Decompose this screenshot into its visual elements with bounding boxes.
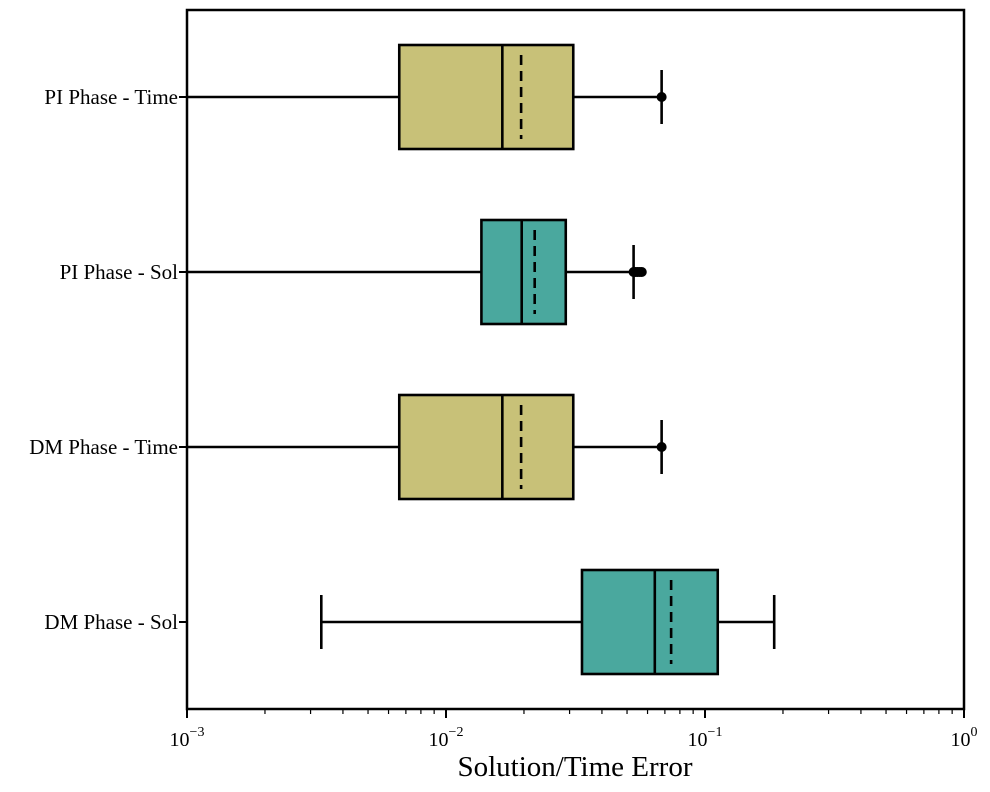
x-tick-label: 10−1 (688, 725, 723, 751)
boxes-layer (187, 43, 776, 676)
y-categories: PI Phase - Time PI Phase - Sol DM Phase - … (29, 85, 187, 634)
box-group (319, 568, 776, 676)
box (580, 568, 720, 676)
x-tick-label: 10−2 (429, 725, 464, 751)
box-group (187, 43, 667, 151)
box (397, 393, 575, 501)
plot-frame (185, 8, 966, 711)
box-group (187, 218, 647, 326)
x-tick-label: 100 (951, 725, 978, 751)
x-tick-label: 10−3 (170, 725, 205, 751)
box-group (187, 393, 667, 501)
y-category-label: DM Phase - Sol (44, 610, 178, 634)
y-category-label: PI Phase - Sol (60, 260, 179, 284)
y-category-label: DM Phase - Time (29, 435, 178, 459)
outlier-point (656, 92, 667, 102)
x-ticks: 10−3 10−2 10−1 100 (170, 709, 978, 751)
y-category-label: PI Phase - Time (44, 85, 178, 109)
box (397, 43, 575, 151)
outlier-point (636, 267, 647, 277)
box (480, 218, 568, 326)
x-axis-title: Solution/Time Error (458, 751, 693, 783)
outlier-point (656, 442, 667, 452)
